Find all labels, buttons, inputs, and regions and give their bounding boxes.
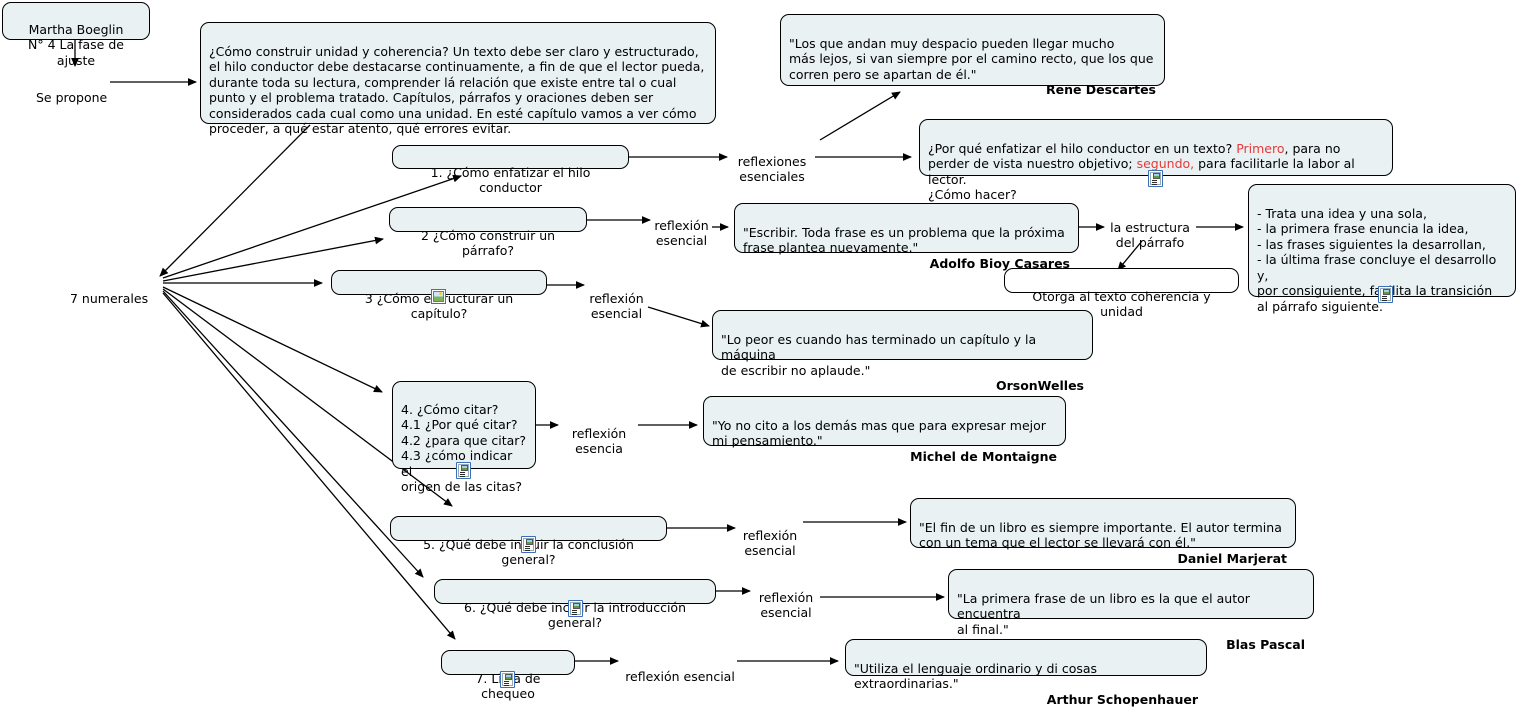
document-icon[interactable] xyxy=(521,536,536,553)
node-numeral-4[interactable]: 4. ¿Cómo citar? 4.1 ¿Por qué citar? 4.2 … xyxy=(392,381,536,494)
node-numeral-6[interactable]: 6. ¿Qué debe incluir la introducción gen… xyxy=(434,579,716,630)
title-node-text: Martha Boeglin N° 4 La fase de ajuste xyxy=(28,21,124,68)
porque-part2: , para no perder de vista nuestro objeti… xyxy=(928,140,1341,172)
edge-label-reflexion-esencial-7: reflexión esencial xyxy=(625,668,735,684)
node-numeral-7[interactable]: 7. Lista de chequeo xyxy=(441,650,575,701)
quote-author: Rene Descartes xyxy=(1045,82,1156,97)
edge-label-reflexiones-esenciales: reflexiones esenciales xyxy=(737,153,807,185)
quote-author: Adolfo Bioy Casares xyxy=(929,255,1070,271)
quote-box-porque-enfatizar[interactable]: ¿Por qué enfatizar el hilo conductor en … xyxy=(919,119,1393,202)
picture-icon[interactable] xyxy=(431,289,446,304)
concept-map-canvas: Martha Boeglin N° 4 La fase de ajuste Se… xyxy=(2,2,1516,707)
porque-part1: ¿Por qué enfatizar el hilo conductor en … xyxy=(928,140,1237,156)
node-numeral-3[interactable]: 3 ¿Cómo estructurar un capítulo? xyxy=(331,270,547,321)
intro-node-text: ¿Cómo construir unidad y coherencia? Un … xyxy=(209,43,705,137)
edge-label-reflexion-esencial-3: reflexión esencial xyxy=(589,290,644,322)
quote-box-descartes[interactable]: "Los que andan muy despacio pueden llega… xyxy=(780,14,1165,97)
quote-author: Arthur Schopenhauer xyxy=(1046,691,1198,707)
quote-author: Daniel Marjerat xyxy=(1177,550,1288,566)
quote-box-orson-welles[interactable]: "Lo peor es cuando has terminado un capí… xyxy=(712,310,1093,393)
porque-red1: Primero xyxy=(1236,140,1285,156)
document-icon[interactable] xyxy=(1148,170,1163,187)
estructura-parrafo-list-box[interactable]: - Trata una idea y una sola, - la primer… xyxy=(1248,184,1516,314)
quote-author: Michel de Montaigne xyxy=(910,448,1057,464)
edge-label-reflexion-esencial-6: reflexión esencial xyxy=(758,589,814,621)
edge-label-reflexion-esencial-5: reflexión esencial xyxy=(742,527,798,559)
node-numeral-2[interactable]: 2 ¿Cómo construir un párrafo? xyxy=(389,207,587,258)
quote-box-blas-pascal[interactable]: "La primera frase de un libro es la que … xyxy=(948,569,1314,652)
edge-label-se-propone: Se propone xyxy=(36,89,108,105)
quote-box-schopenhauer[interactable]: "Utiliza el lenguaje ordinario y di cosa… xyxy=(845,639,1207,707)
document-icon[interactable] xyxy=(500,671,515,688)
edge-label-reflexion-esencial-2: reflexión esencial xyxy=(654,217,709,249)
quote-box-montaigne[interactable]: "Yo no cito a los demás mas que para exp… xyxy=(703,396,1066,464)
porque-red2: segundo, xyxy=(1136,156,1195,171)
edge-label-reflexion-esencia-4: reflexión esencia xyxy=(571,425,627,457)
node-numeral-1[interactable]: 1. ¿Cómo enfatizar el hilo conductor xyxy=(392,145,629,195)
intro-node[interactable]: ¿Cómo construir unidad y coherencia? Un … xyxy=(200,22,716,136)
document-icon[interactable] xyxy=(568,600,583,617)
quote-box-marjerat[interactable]: "El fin de un libro es siempre important… xyxy=(910,498,1296,566)
porque-part3: para facilitarle la labor al lector. ¿Có… xyxy=(928,156,1355,202)
edge-label-estructura-del-parrafo: la estructura del párrafo xyxy=(1110,219,1190,251)
quote-author: OrsonWelles xyxy=(995,378,1084,393)
document-icon[interactable] xyxy=(1378,286,1393,303)
quote-box-bioy-casares[interactable]: "Escribir. Toda frase es un problema que… xyxy=(734,203,1079,271)
title-node[interactable]: Martha Boeglin N° 4 La fase de ajuste xyxy=(2,2,150,68)
hub-node-7-numerales[interactable]: 7 numerales xyxy=(70,290,149,306)
document-icon[interactable] xyxy=(456,462,471,479)
quote-author: Blas Pascal xyxy=(1226,637,1305,652)
otorga-node[interactable]: Otorga al texto coherencia y unidad xyxy=(1004,268,1239,319)
